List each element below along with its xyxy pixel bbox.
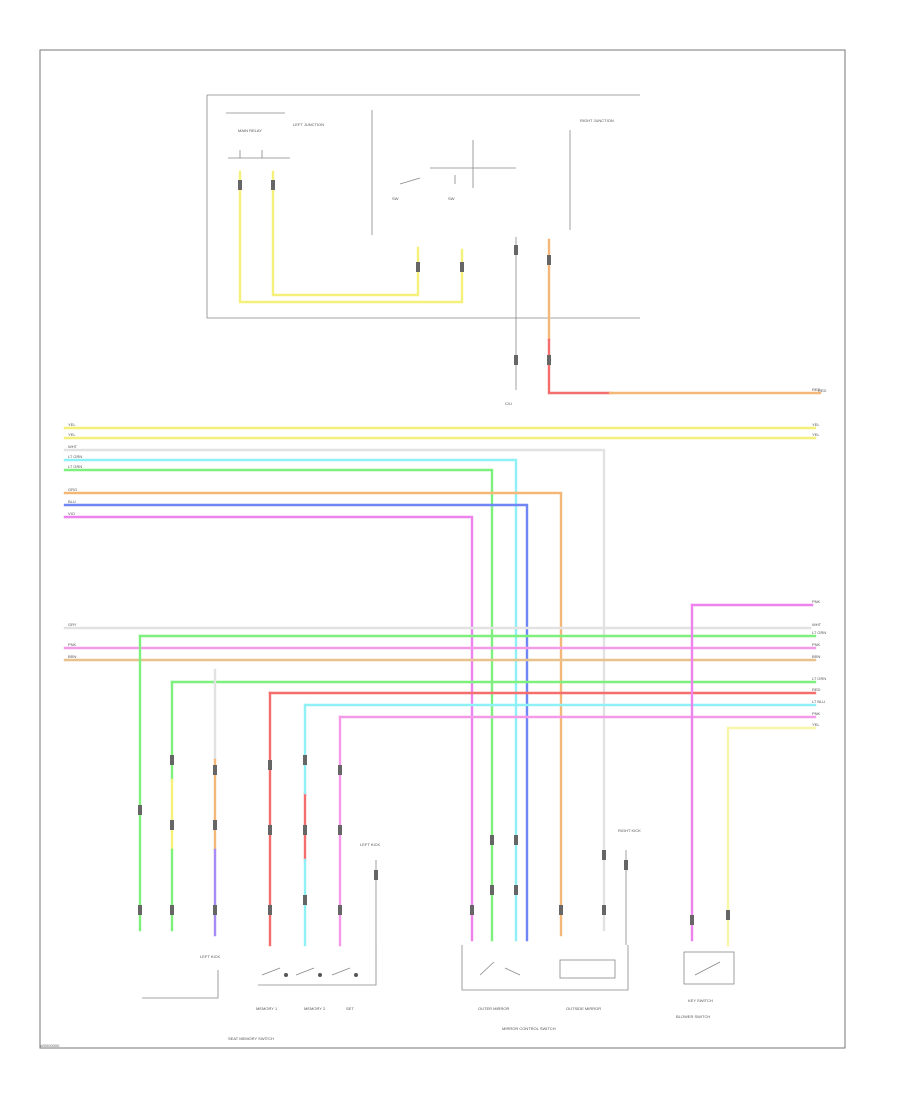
left-fuse-label: LEFT KICK xyxy=(200,954,220,959)
right-wire-code: BRN xyxy=(812,654,821,659)
left-wire-code: YEL xyxy=(68,432,76,437)
main-relay-box: MAIN RELAY LEFT JUNCTION RIGHT JUNCTION … xyxy=(206,94,640,319)
switch-drops xyxy=(138,603,730,947)
memory-2-label: MEMORY 2 xyxy=(304,1006,326,1011)
red-wire-end-label: RED xyxy=(818,388,827,393)
diagram-frame xyxy=(39,49,846,1049)
page-code: W0000000 xyxy=(40,1043,60,1048)
right-wire-code: LT BLU xyxy=(812,699,825,704)
right-junction-label: RIGHT JUNCTION xyxy=(580,118,614,123)
sw-right-label: SW xyxy=(448,196,455,201)
right-wire-code: YEL xyxy=(812,422,820,427)
mirror-control-label: MIRROR CONTROL SWITCH xyxy=(502,1026,556,1031)
connector-center-label: C/U xyxy=(505,401,512,406)
left-wire-code: ORG xyxy=(68,487,77,492)
mirror-control-switch: RIGHT KICK OUTER MIRROR OUTSIDE MIRROR M… xyxy=(461,828,641,1031)
outer-mirror-label: OUTER MIRROR xyxy=(478,1006,509,1011)
memory-1-label: MEMORY 1 xyxy=(256,1006,278,1011)
right-wire-code: LT GRN xyxy=(812,630,826,635)
key-switch-label: KEY SWITCH xyxy=(688,998,713,1003)
left-wire-code: BLU xyxy=(68,499,76,504)
right-wire-code: YEL xyxy=(812,432,820,437)
right-wire-codes: RED YEL YEL PNK WHT LT GRN PNK BRN LT GRN RED LT B… xyxy=(812,387,826,727)
left-wire-code: VIO xyxy=(68,511,75,516)
seat-memory-switch-label: SEAT MEMORY SWITCH xyxy=(228,1036,274,1041)
bus-wires xyxy=(63,426,817,942)
outside-mirror-label: OUTSIDE MIRROR xyxy=(566,1006,601,1011)
left-wire-code: LT GRN xyxy=(68,464,82,469)
left-kick-label: LEFT KICK xyxy=(360,842,380,847)
left-wire-code: PNK xyxy=(68,642,77,647)
right-wire-code: PNK xyxy=(812,642,821,647)
right-wire-code: RED xyxy=(812,387,821,392)
key-switch: KEY SWITCH BLOWER SWITCH xyxy=(676,951,735,1019)
sw-left-label: SW xyxy=(392,196,399,201)
right-kick-label: RIGHT KICK xyxy=(618,828,641,833)
left-wire-code: YEL xyxy=(68,422,76,427)
right-wire-code: LT GRN xyxy=(812,676,826,681)
right-wire-code: PNK xyxy=(812,599,821,604)
right-wire-code: WHT xyxy=(812,622,822,627)
set-label: SET xyxy=(346,1006,354,1011)
relay-yellow-wires xyxy=(238,170,464,304)
right-wire-code: PNK xyxy=(812,711,821,716)
right-wire-code: RED xyxy=(812,687,821,692)
right-wire-code: YEL xyxy=(812,722,820,727)
left-junction-label: LEFT JUNCTION xyxy=(293,122,324,127)
left-wire-code: WHT xyxy=(68,444,78,449)
connector-marks xyxy=(138,180,730,925)
relay-outputs: C/U RED xyxy=(505,237,827,406)
left-wire-codes: YEL YEL WHT LT GRN LT GRN ORG BLU VIO GRY PNK BRN xyxy=(68,422,82,659)
left-wire-code: BRN xyxy=(68,654,77,659)
left-wire-code: LT GRN xyxy=(68,454,82,459)
left-wire-code: GRY xyxy=(68,622,77,627)
seat-memory-switch: LEFT KICK LEFT KICK MEMORY 1 MEMORY 2 SE… xyxy=(142,842,380,1041)
key-switch-unit-label: BLOWER SWITCH xyxy=(676,1014,710,1019)
main-relay-label: MAIN RELAY xyxy=(238,128,262,133)
